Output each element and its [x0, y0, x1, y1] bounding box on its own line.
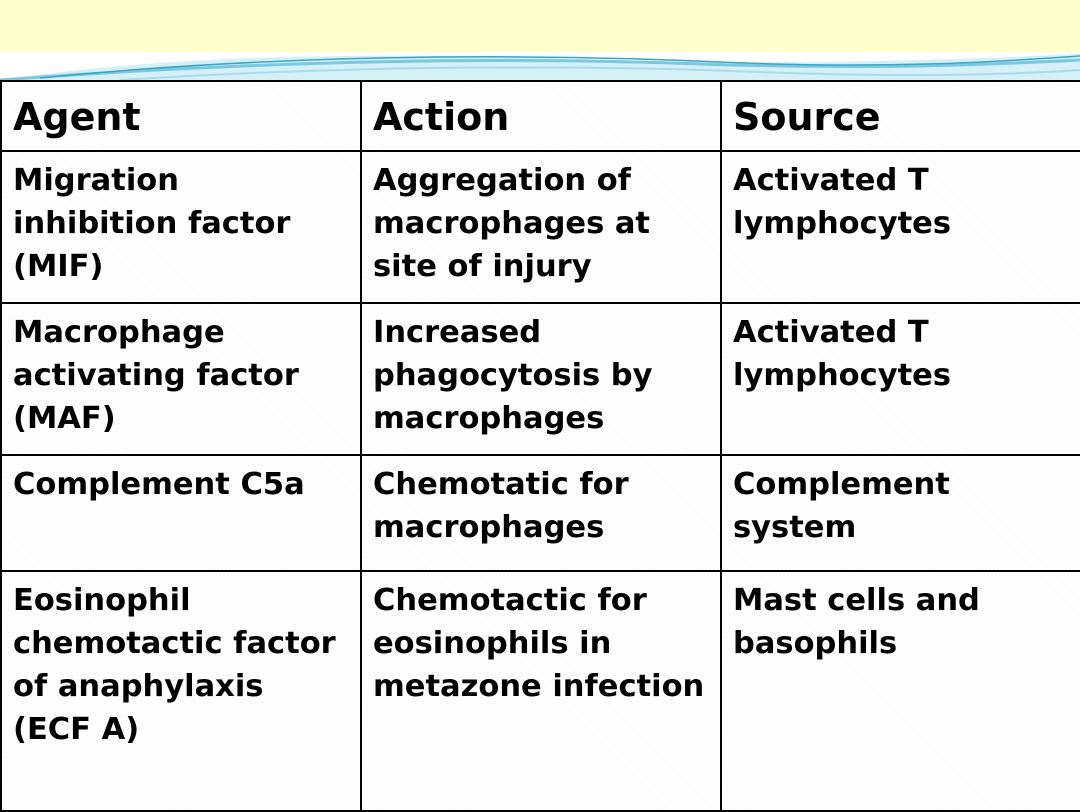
cell-agent: Macrophage activating factor (MAF): [0, 302, 362, 456]
slide-title-band: [0, 0, 1080, 52]
cell-agent: Eosinophil chemotactic factor of anaphyl…: [0, 570, 362, 812]
cell-action: Increased phagocytosis by macrophages: [360, 302, 722, 456]
data-table-container: Agent Action Source Migration inhibition…: [0, 80, 1080, 812]
header-action: Action: [360, 80, 722, 152]
header-agent: Agent: [0, 80, 362, 152]
cell-source: Activated T lymphocytes: [720, 302, 1080, 456]
table-header-row: Agent Action Source: [0, 80, 1080, 152]
table-row: Eosinophil chemotactic factor of anaphyl…: [0, 570, 1080, 812]
cell-action: Chemotatic for macrophages: [360, 454, 722, 572]
table-row: Complement C5a Chemotatic for macrophage…: [0, 454, 1080, 572]
cell-source: Mast cells and basophils: [720, 570, 1080, 812]
table-row: Macrophage activating factor (MAF) Incre…: [0, 302, 1080, 456]
cell-source: Activated T lymphocytes: [720, 150, 1080, 304]
cell-source: Complement system: [720, 454, 1080, 572]
table-row: Migration inhibition factor (MIF) Aggreg…: [0, 150, 1080, 304]
cell-agent: Complement C5a: [0, 454, 362, 572]
header-source: Source: [720, 80, 1080, 152]
cell-action: Chemotactic for eosinophils in metazone …: [360, 570, 722, 812]
decorative-wave: [0, 54, 1080, 82]
cell-action: Aggregation of macrophages at site of in…: [360, 150, 722, 304]
agents-table: Agent Action Source Migration inhibition…: [0, 80, 1080, 812]
cell-agent: Migration inhibition factor (MIF): [0, 150, 362, 304]
